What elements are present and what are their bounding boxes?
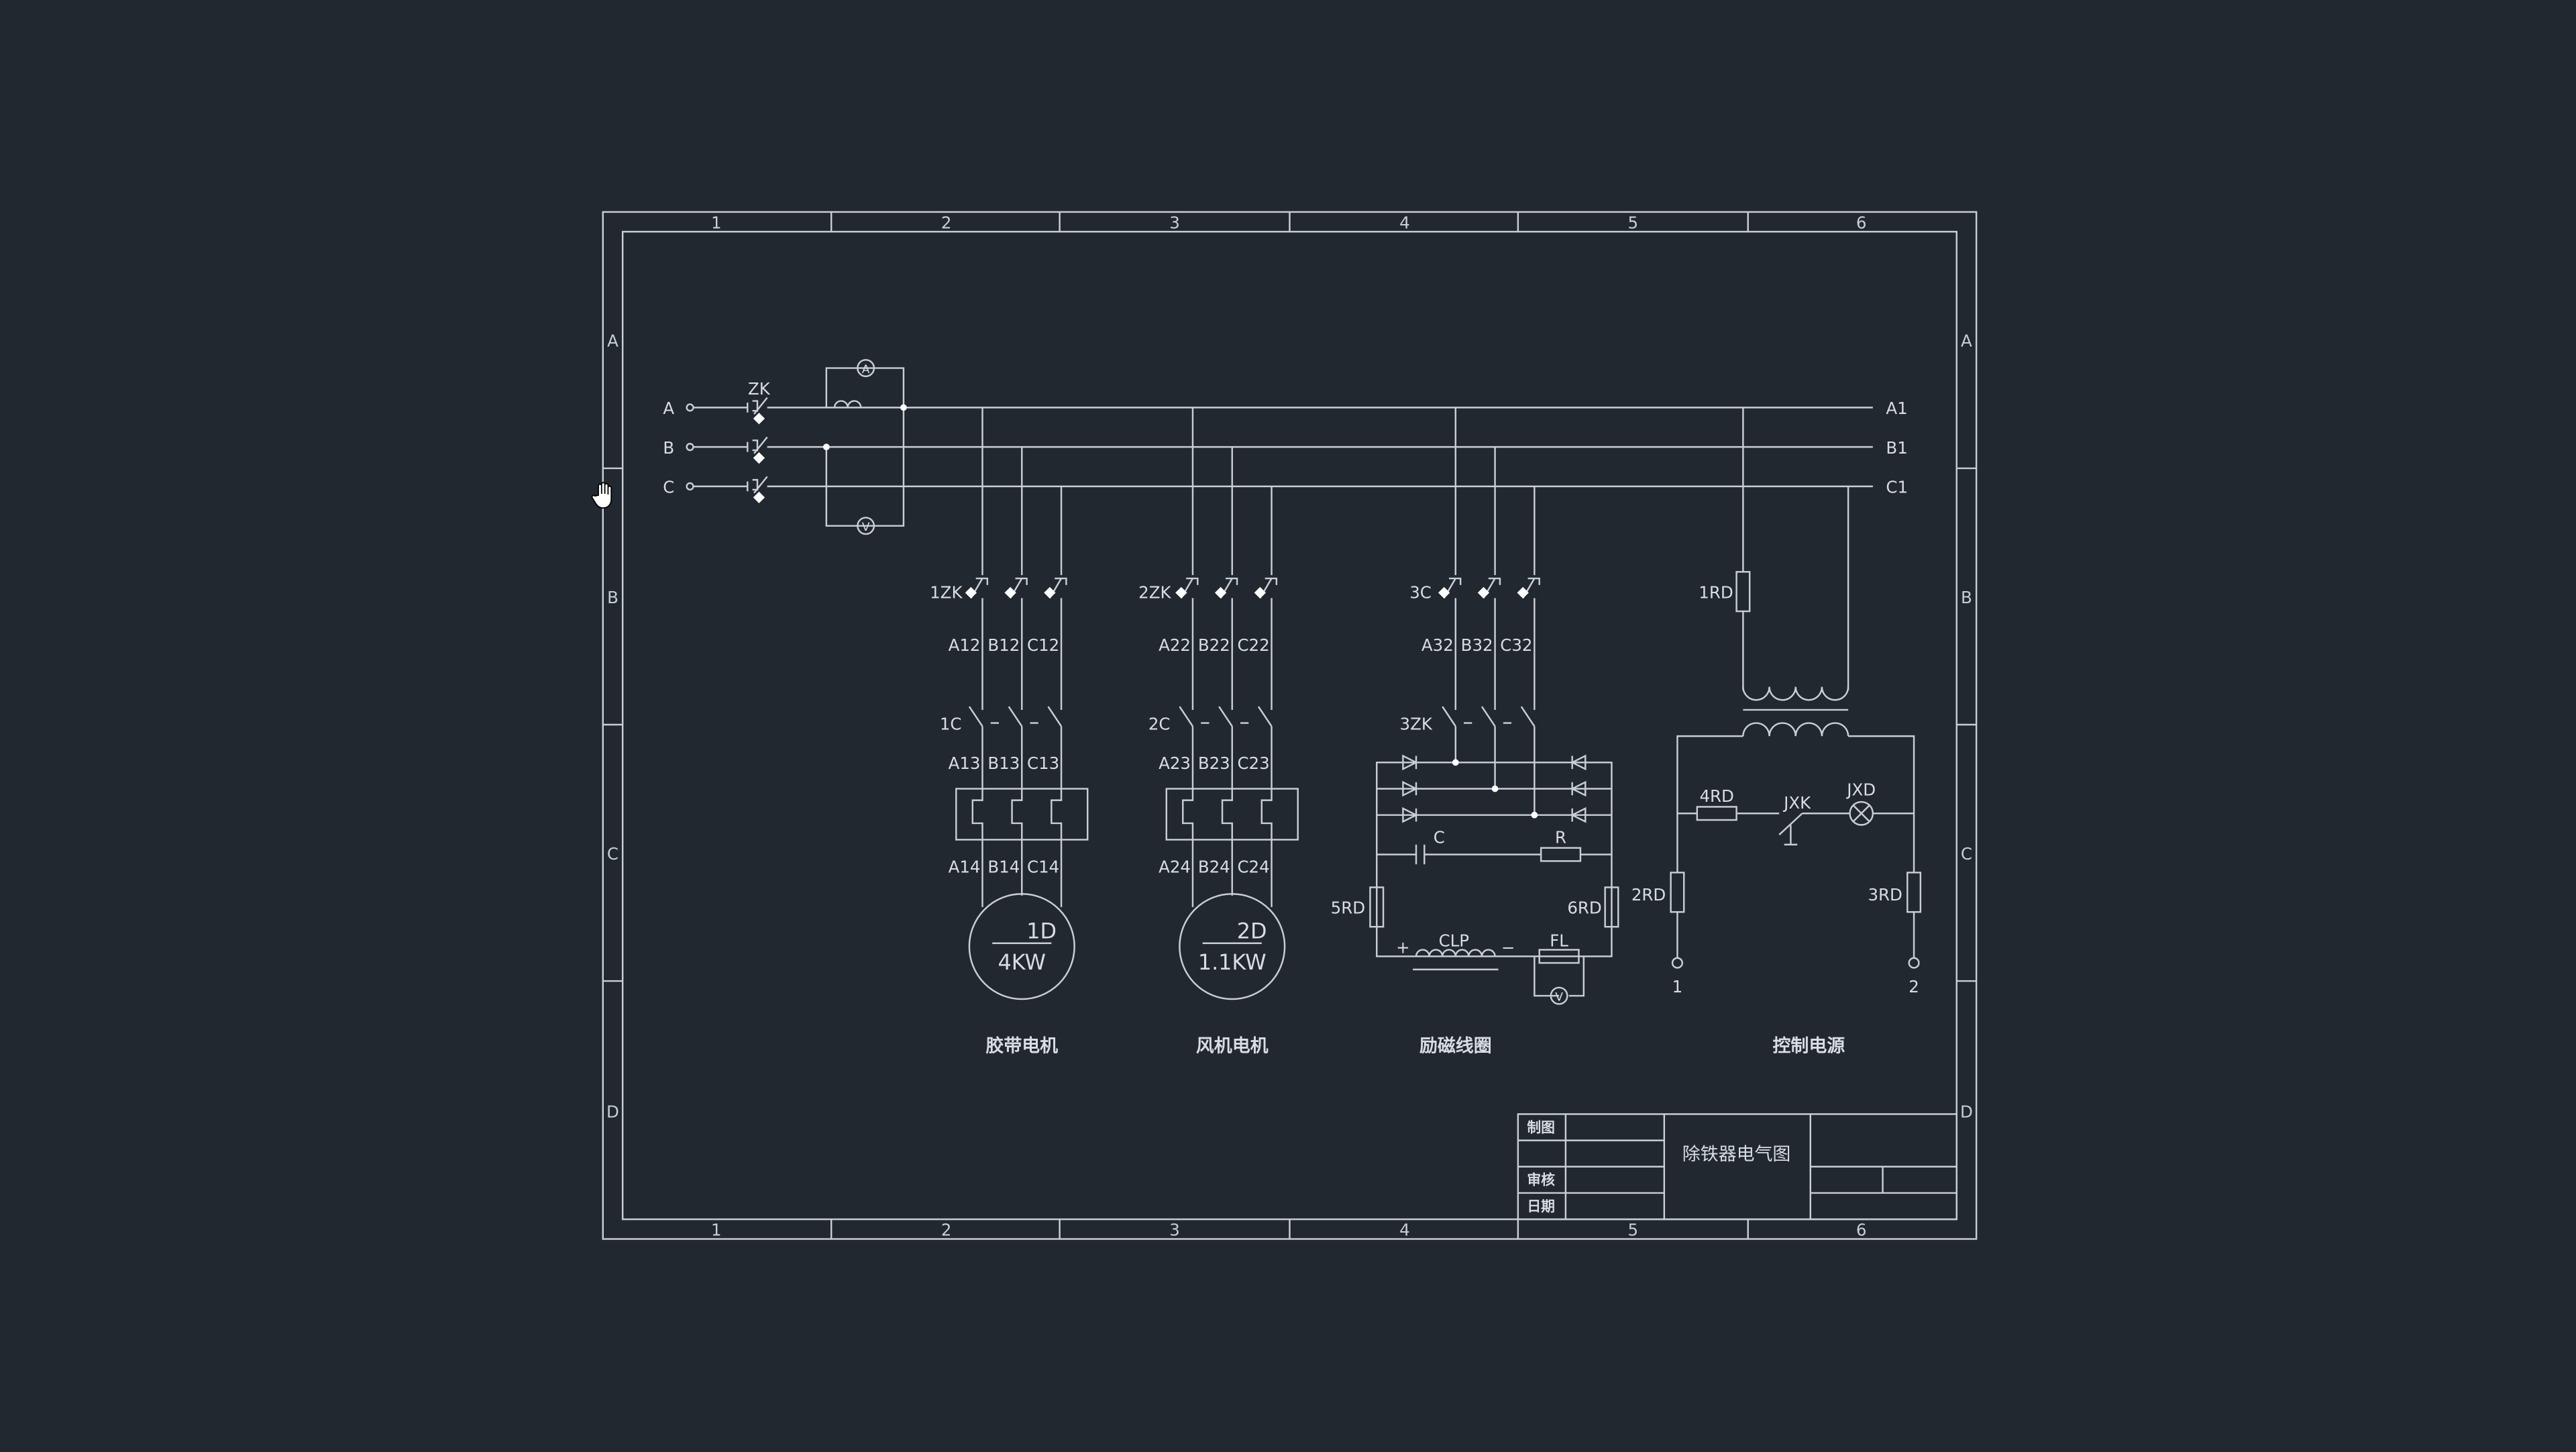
zone-row-label: C (607, 844, 619, 864)
wire-label: C24 (1237, 857, 1269, 876)
motor-id: 1D (1026, 918, 1057, 943)
fuse-label: 5RD (1331, 898, 1365, 918)
wire-label: A23 (1159, 754, 1191, 773)
zone-row-label: A (1961, 331, 1972, 351)
motor-power: 1.1KW (1198, 949, 1267, 975)
wire-label: B22 (1198, 635, 1230, 655)
motor-id: 2D (1237, 918, 1267, 943)
wire-label: B24 (1198, 857, 1230, 876)
terminal-label: 1 (1672, 977, 1683, 996)
coil-plus: + (1396, 937, 1410, 957)
zone-col-label: 2 (941, 1221, 952, 1240)
hand-pan-icon (591, 482, 612, 509)
fan-motor-circuit[interactable] (1165, 407, 1299, 1000)
wire-label: B23 (1198, 754, 1230, 773)
fuse-label: 1RD (1699, 582, 1733, 602)
zone-col-label: 3 (1169, 1221, 1180, 1240)
bus-input-label: C (663, 478, 674, 497)
breaker-label: 1ZK (930, 582, 963, 602)
wire-label: C22 (1237, 635, 1269, 655)
section-caption: 胶带电机 (985, 1035, 1058, 1056)
drawing-frame (602, 211, 1978, 1240)
bus-input-label: B (663, 438, 674, 458)
bus-output-label: C1 (1886, 478, 1908, 497)
bus-output-label: B1 (1886, 438, 1907, 458)
voltmeter-symbol: V (1555, 990, 1563, 1004)
wire-label: A32 (1421, 635, 1454, 655)
wire-label: C12 (1027, 635, 1059, 655)
switch-label: 3ZK (1400, 714, 1433, 733)
zone-row-label: B (1961, 588, 1972, 607)
zone-row-label: C (1961, 844, 1972, 864)
capacitor-label: C (1434, 827, 1445, 847)
contactor-label: 2C (1148, 714, 1171, 733)
voltmeter-symbol: V (862, 521, 870, 534)
fuse-label: 4RD (1699, 786, 1733, 806)
zone-row-label: D (606, 1102, 619, 1121)
lamp-label: JXD (1845, 780, 1876, 799)
zone-col-label: 5 (1627, 213, 1638, 232)
coil-minus: − (1501, 937, 1515, 957)
fuse-label: 6RD (1567, 898, 1601, 918)
title-block-date: 日期 (1527, 1198, 1555, 1214)
fuse-label: 2RD (1631, 885, 1666, 904)
shunt-label: FL (1550, 931, 1568, 951)
title-block (1517, 1113, 1957, 1221)
zone-col-label: 3 (1169, 213, 1180, 232)
contactor-label: 1C (940, 714, 962, 733)
zone-col-label: 1 (711, 1221, 722, 1240)
control-power-circuit[interactable] (1670, 407, 1922, 969)
wire-label: A14 (949, 857, 981, 876)
ammeter-symbol: A (862, 363, 870, 376)
wire-label: A13 (949, 754, 981, 773)
zone-row-label: B (607, 588, 619, 607)
relay-label: JXK (1782, 793, 1811, 813)
wire-label: C32 (1500, 635, 1532, 655)
wire-label: C13 (1027, 754, 1059, 773)
bus-input-label: A (663, 399, 674, 418)
title-block-reviewed-by: 审核 (1527, 1172, 1555, 1188)
wire-label: B13 (987, 754, 1020, 773)
motor-power: 4KW (998, 949, 1046, 975)
wire-label: A22 (1159, 635, 1191, 655)
wire-label: B32 (1461, 635, 1493, 655)
terminal-label: 2 (1909, 977, 1919, 996)
zone-col-label: 6 (1856, 1221, 1867, 1240)
excitation-circuit[interactable] (1369, 407, 1619, 1005)
breaker-label: 3C (1409, 582, 1432, 602)
wire-label: B14 (987, 857, 1020, 876)
wire-label: C23 (1237, 754, 1269, 773)
wire-label: A12 (949, 635, 981, 655)
wire-label: A24 (1159, 857, 1191, 876)
zone-row-label: D (1960, 1102, 1973, 1121)
zone-col-label: 5 (1627, 1221, 1638, 1240)
section-caption: 风机电机 (1196, 1035, 1269, 1056)
wire-label: C14 (1027, 857, 1059, 876)
zone-col-label: 2 (941, 213, 952, 232)
section-caption: 励磁线圈 (1419, 1035, 1492, 1056)
section-caption: 控制电源 (1772, 1035, 1845, 1056)
coil-label: CLP (1439, 931, 1469, 951)
zone-col-label: 6 (1856, 213, 1867, 232)
bus-output-label: A1 (1886, 399, 1907, 418)
zone-col-label: 4 (1399, 213, 1410, 232)
main-bus[interactable] (686, 359, 1873, 535)
belt-motor-circuit[interactable] (955, 407, 1089, 1000)
title-block-drawn-by: 制图 (1527, 1119, 1555, 1135)
wire-label: B12 (987, 635, 1020, 655)
zone-col-label: 1 (711, 213, 722, 232)
breaker-label: 2ZK (1138, 582, 1171, 602)
main-breaker-label: ZK (748, 379, 771, 399)
resistor-label: R (1555, 827, 1566, 847)
drawing-title: 除铁器电气图 (1682, 1144, 1791, 1165)
fuse-label: 3RD (1868, 885, 1902, 904)
zone-row-label: A (607, 331, 619, 351)
zone-col-label: 4 (1399, 1221, 1410, 1240)
